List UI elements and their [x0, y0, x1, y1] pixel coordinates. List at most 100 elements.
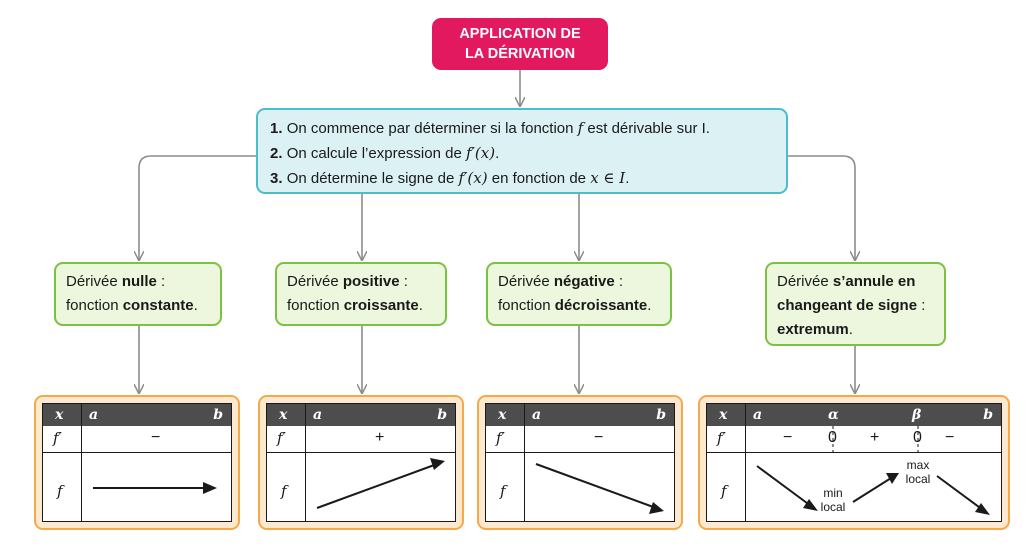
row-label-f: f — [721, 482, 727, 500]
sign-zero: 0 — [828, 429, 837, 446]
title-box: APPLICATION DE LA DÉRIVATION — [432, 18, 608, 70]
table-header: x a b — [267, 404, 455, 426]
derivative-row: f′ + — [267, 426, 455, 453]
header-x: x — [55, 407, 64, 423]
case-text: : — [614, 273, 624, 290]
sign-minus: − — [594, 429, 604, 446]
row-label-fprime: f′ — [277, 429, 286, 447]
case-text: . — [418, 297, 423, 314]
case-text: fonction — [498, 297, 555, 314]
step-math: f — [577, 119, 584, 137]
case-text: fonction — [66, 297, 123, 314]
header-x: x — [498, 407, 507, 423]
arrow-increasing — [316, 458, 445, 509]
header-a: a — [753, 407, 763, 423]
derivative-row: f′ − 0 + 0 − — [707, 426, 1001, 453]
header-x: x — [279, 407, 288, 423]
case-text: Dérivée — [287, 273, 343, 290]
derivative-row: f′ − — [486, 426, 674, 453]
sign-zero: 0 — [913, 429, 922, 446]
row-label-fprime: f′ — [53, 429, 62, 447]
header-b: b — [983, 407, 993, 423]
sign-plus: + — [375, 429, 385, 446]
step-number: 2. — [270, 145, 283, 162]
step-3: 3. On détermine le signe de f′(x) en fon… — [270, 166, 774, 191]
header-a: a — [89, 407, 99, 423]
step-math: f′(x) — [465, 144, 496, 162]
header-b: b — [437, 407, 447, 423]
sign-minus: − — [945, 429, 955, 446]
table-header: x a b — [43, 404, 231, 426]
step-number: 1. — [270, 120, 283, 137]
row-label-fprime: f′ — [717, 429, 726, 447]
table-header: x a b — [486, 404, 674, 426]
step-2: 2. On calcule l’expression de f′(x). — [270, 141, 774, 166]
case-text: . — [848, 321, 853, 338]
step-text: . — [625, 170, 630, 187]
case-keyword: nulle — [121, 273, 157, 290]
sign-plus: + — [870, 429, 880, 446]
case-text: . — [193, 297, 198, 314]
variation-table-constant: x a b f′ − f — [34, 395, 240, 530]
case-text: fonction — [287, 297, 344, 314]
column-separator — [524, 404, 525, 521]
min-local-label: min local — [820, 486, 846, 514]
step-1: 1. On commence par déterminer si la fonc… — [270, 116, 774, 141]
case-extremum: Dérivée s’annule en changeant de signe :… — [765, 262, 946, 346]
title-line2: LA DÉRIVATION — [464, 46, 576, 62]
table-header: x a α β b — [707, 404, 1001, 426]
case-keyword: croissante — [343, 297, 419, 314]
header-b: b — [213, 407, 223, 423]
case-positive: Dérivée positive : fonction croissante. — [275, 262, 447, 326]
case-null: Dérivée nulle : fonction constante. — [54, 262, 222, 326]
step-text: On détermine le signe de — [286, 170, 455, 187]
case-text: . — [647, 297, 652, 314]
step-math: x ∈ I — [590, 169, 626, 187]
derivative-row: f′ − — [43, 426, 231, 453]
column-separator — [745, 404, 746, 521]
step-math: f′(x) — [458, 169, 488, 187]
header-a: a — [313, 407, 323, 423]
column-separator — [305, 404, 306, 521]
header-b: b — [656, 407, 666, 423]
arrow-decreasing — [535, 463, 664, 514]
column-separator — [81, 404, 82, 521]
case-keyword: positive — [342, 273, 400, 290]
case-keyword: changeant de signe — [777, 297, 918, 314]
case-keyword: s’annule en — [832, 273, 916, 290]
case-text: Dérivée — [66, 273, 122, 290]
variation-table-extremum: x a α β b f′ − 0 + 0 − f — [698, 395, 1010, 530]
case-keyword: négative — [553, 273, 615, 290]
arrow-constant — [93, 482, 217, 494]
case-negative: Dérivée négative : fonction décroissante… — [486, 262, 672, 326]
case-text: Dérivée — [777, 273, 833, 290]
case-text: : — [917, 297, 926, 314]
row-label-f: f — [57, 482, 63, 500]
header-alpha: α — [828, 407, 839, 423]
variation-table-increasing: x a b f′ + f — [258, 395, 464, 530]
case-text: Dérivée — [498, 273, 554, 290]
header-x: x — [719, 407, 728, 423]
case-text: : — [156, 273, 166, 290]
case-keyword: constante — [122, 297, 194, 314]
step-text: On commence par déterminer si la fonctio… — [286, 120, 574, 137]
steps-box: 1. On commence par déterminer si la fonc… — [256, 108, 788, 194]
row-label-f: f — [500, 482, 506, 500]
case-keyword: extremum — [777, 321, 849, 338]
max-local-label: max local — [905, 458, 931, 486]
case-text: : — [399, 273, 408, 290]
step-text: en fonction de — [491, 170, 587, 187]
sign-minus: − — [783, 429, 793, 446]
row-label-f: f — [281, 482, 287, 500]
step-text: est dérivable sur I. — [587, 120, 710, 137]
header-a: a — [532, 407, 542, 423]
row-label-fprime: f′ — [496, 429, 505, 447]
sign-minus: − — [151, 429, 161, 446]
step-text: . — [495, 145, 500, 162]
variation-table-decreasing: x a b f′ − f — [477, 395, 683, 530]
step-number: 3. — [270, 170, 283, 187]
step-text: On calcule l’expression de — [286, 145, 462, 162]
arrows-extremum — [756, 426, 990, 515]
title-line1: APPLICATION DE — [459, 26, 581, 42]
